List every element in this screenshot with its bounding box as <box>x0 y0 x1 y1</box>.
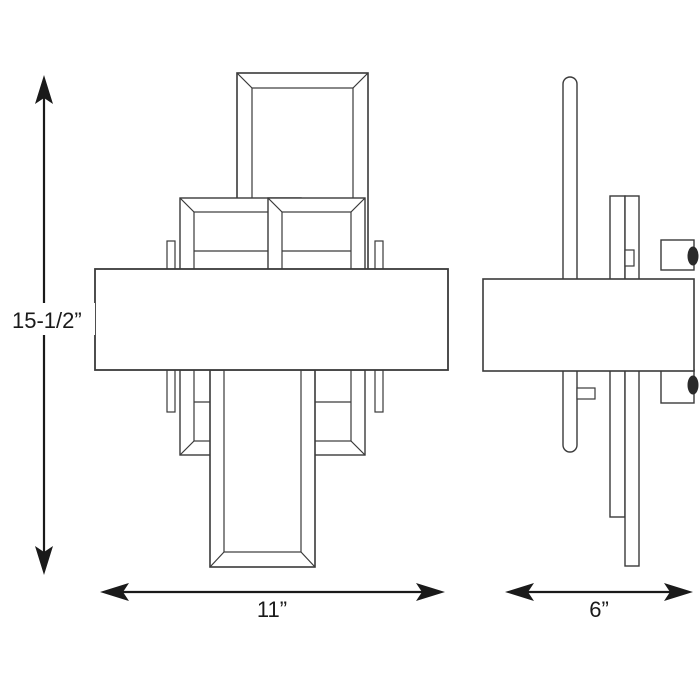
arrowhead-up-icon <box>35 75 53 104</box>
arrowhead-right-icon <box>416 583 445 601</box>
outer-rounded-bar <box>562 76 578 453</box>
center-horizontal-band-side <box>482 278 695 372</box>
mounting-block-lower <box>660 369 699 404</box>
lower-right-edge-stub <box>374 369 384 413</box>
bottom-rectangular-frame <box>209 369 316 568</box>
height-dimension-label: 15-1/2” <box>12 308 82 333</box>
depth-dimension-label: 6” <box>589 597 609 622</box>
dimension-width: 11” <box>100 583 445 622</box>
dimension-depth: 6” <box>505 583 693 622</box>
arrowhead-left-icon <box>100 583 129 601</box>
front-view <box>94 72 449 568</box>
upper-tab <box>624 249 635 267</box>
center-horizontal-band <box>94 268 449 371</box>
side-view <box>482 76 699 567</box>
arrowhead-left-icon <box>505 583 534 601</box>
width-dimension-label: 11” <box>257 597 287 622</box>
lower-left-edge-stub <box>166 369 176 413</box>
arrowhead-down-icon <box>35 546 53 575</box>
arrowhead-right-icon <box>664 583 693 601</box>
mounting-block-upper <box>660 239 699 271</box>
lower-tab <box>576 387 596 400</box>
dimension-height: 15-1/2” <box>10 75 95 575</box>
